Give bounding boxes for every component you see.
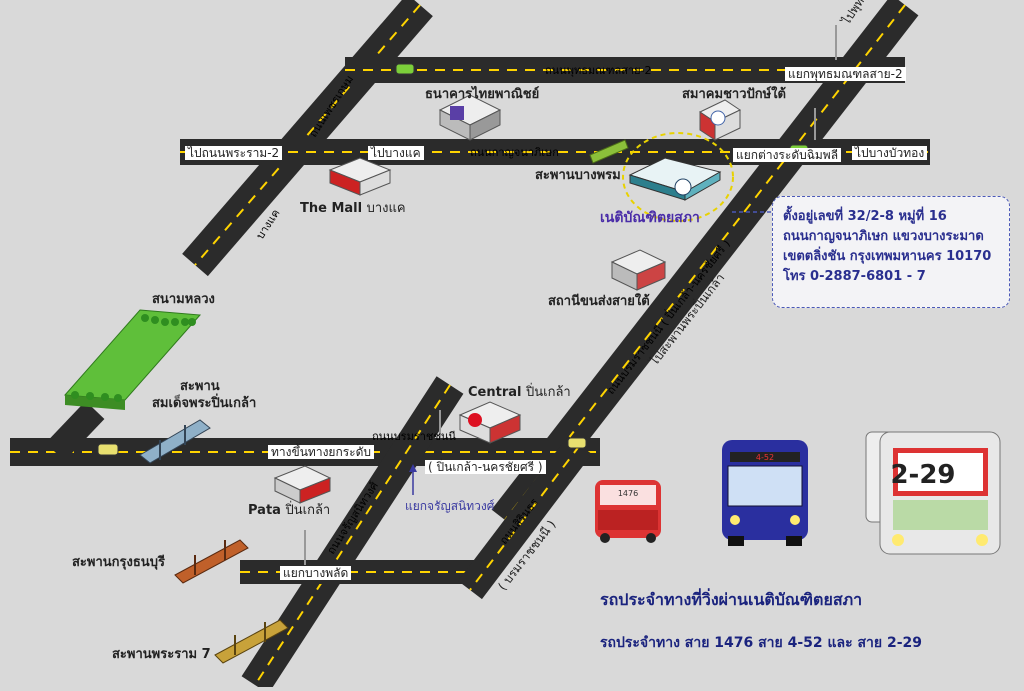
label-to-bang-khae: ไปบางแค [368,146,424,160]
the-mall-sub: บางแค [366,201,406,216]
destination-label: เนติบัณฑิตยสภา [600,210,700,226]
label-sanam-luang: สนามหลวง [152,292,215,307]
jaran-arrow [409,464,417,495]
blue-bus-icon [722,440,808,546]
bank-building [438,94,502,141]
label-bang-phlat: แยกบางพลัด [280,566,352,580]
label-bridge-bang-phrom: สะพานบางพรม [535,168,621,183]
road-sanam-connector [45,401,105,461]
label-bus-1476: 1476 [618,489,638,498]
label-road-phutthamonthon-2: ถนนพุทธมณฑลสาย-2 [545,64,652,77]
info-line-4: โทร 0-2887-6801 - 7 [783,269,926,284]
central-name: Central [468,385,522,400]
label-bus-2-29: 2-29 [890,460,955,490]
pata-name: Pata [248,503,281,518]
the-mall-name: The Mall [300,201,363,216]
pata-sub: ปิ่นเกล้า [285,503,331,518]
destination-building [622,132,734,222]
label-bridge-pinklao-1: สะพาน [180,379,220,394]
label-bus-terminal: สถานีขนส่งสายใต้ [548,294,650,309]
info-line-2: ถนนกาญจนาภิเษก แขวงบางระมาด [783,229,984,244]
label-the-mall: The Mall บางแค [300,202,406,215]
pinklao-bridge [139,419,211,464]
car-icon-1 [395,63,415,75]
central-sub: ปิ่นเกล้า [526,385,571,400]
label-central: Central ปิ่นเกล้า [468,386,571,399]
bus-routes-title: รถประจำทางที่วิ่งผ่านเนติบัณฑิตยสภา [600,590,863,609]
label-bus-4-52: 4-52 [756,453,774,462]
info-line-3: เขตตลิ่งชัน กรุงเทพมหานคร 10170 [783,249,992,264]
label-pata: Pata ปิ่นเกล้า [248,504,330,517]
label-road-bromma-1: ถนนบรมราชชนนี [372,430,456,443]
rama7-bridge [214,619,289,664]
road-jaran [241,376,464,691]
info-line-1: ตั้งอยู่เลขที่ 32/2-8 หมู่ที่ 16 [783,209,947,224]
label-to-bang-bua-thong: ไปบางบัวทอง [852,146,928,160]
label-to-rama-2: ไปถนนพระราม-2 [185,146,283,160]
label-junction-chimphli: แยกต่างระดับฉิมพลี [733,148,842,162]
signal-poles [304,25,837,565]
bang-phrom-bridge [589,139,629,164]
bus-terminal-building [610,249,667,291]
address-info-box: ตั้งอยู่เลขที่ 32/2-8 หมู่ที่ 16 ถนนกาญจ… [772,196,1010,308]
road-petchkasem-diagonal [182,0,433,277]
krungthon-bridge [174,539,249,584]
pata-building [273,465,332,504]
label-bank: ธนาคารไทยพาณิชย์ [425,87,540,102]
car-icon-4 [567,437,587,449]
bus-routes-list: รถประจำทาง สาย 1476 สาย 4-52 และ สาย 2-2… [600,635,923,651]
label-road-kanchanaphisek: ถนนกาญจนาภิเษก [470,146,559,159]
label-bridge-rama7: สะพานพระราม 7 [112,647,211,662]
the-mall-building [328,157,392,196]
label-southern-assoc: สมาคมชาวปักษ์ใต้ [682,87,786,102]
southern-assoc-building [698,99,742,141]
label-flyover: ทางขึ้นทางยกระดับ [268,445,375,459]
label-road-bromma-2: ( ปิ่นเกล้า-นครชัยศรี ) [425,460,546,474]
label-jaran-junction: แยกจรัญสนิทวงศ์ [405,499,495,513]
sanam-luang-park [63,309,202,410]
road-borommaratchachonnani [491,0,919,531]
white-bus-icon [865,431,1001,555]
label-bridge-krungthon: สะพานกรุงธนบุรี [72,555,165,570]
label-bridge-pinklao-2: สมเด็จพระปิ่นเกล้า [152,396,257,411]
car-icon-3 [97,443,119,456]
road-sirindhorn-diagonal [458,435,592,600]
label-phutthamonthon-junction: แยกพุทธมณฑลสาย-2 [785,67,906,81]
central-building [458,401,522,444]
red-bus-icon [595,480,661,543]
